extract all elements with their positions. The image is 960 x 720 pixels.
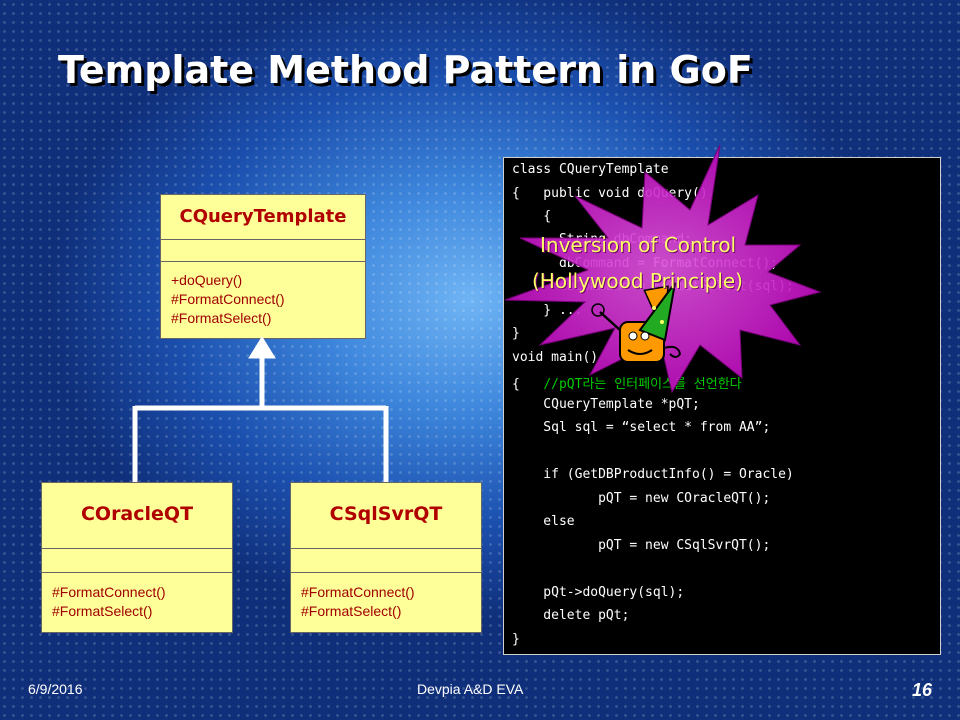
code-line: Sql sql = “select * from AA”;: [512, 420, 771, 435]
operation: #FormatSelect(): [52, 603, 153, 619]
code-line: pQT = new COracleQT();: [512, 491, 771, 506]
slide-title: Template Method Pattern in GoF: [58, 48, 753, 92]
uml-class-coracleqt: COracleQT #FormatConnect() #FormatSelect…: [41, 482, 233, 633]
code-line: void main(): [512, 350, 599, 365]
class-divider: [291, 572, 481, 573]
code-line: pQt->doQuery(sql);: [512, 585, 685, 600]
operation: #FormatSelect(): [301, 603, 402, 619]
operation: #FormatConnect(): [301, 584, 415, 600]
class-divider: [42, 572, 232, 573]
class-name: CSqlSvrQT: [329, 503, 443, 525]
callout-line-1: Inversion of Control: [540, 233, 737, 257]
operation-list: #FormatConnect() #FormatSelect(): [52, 583, 166, 621]
class-name: COracleQT: [80, 503, 194, 525]
code-line: pQT = new CSqlSvrQT();: [512, 538, 771, 553]
code-comment-line: { //pQT라는 인터페이스를 선언한다: [512, 377, 742, 392]
uml-class-cquerytemplate: CQueryTemplate +doQuery() #FormatConnect…: [160, 194, 366, 339]
class-divider: [291, 548, 481, 549]
code-line: class CQueryTemplate: [512, 162, 669, 177]
operation: +doQuery(): [171, 272, 243, 288]
class-divider: [161, 239, 365, 240]
uml-class-csqlsvrqt: CSqlSvrQT #FormatConnect() #FormatSelect…: [290, 482, 482, 633]
wizard-icon: [591, 282, 682, 373]
code-line: }: [512, 326, 520, 341]
code-line: CQueryTemplate *pQT;: [512, 397, 700, 412]
class-name: CQueryTemplate: [179, 206, 347, 227]
operation: #FormatConnect(): [52, 584, 166, 600]
footer-center: Devpia A&D EVA: [417, 681, 524, 697]
class-divider: [42, 548, 232, 549]
code-line: if (GetDBProductInfo() = Oracle): [512, 467, 794, 482]
operation: #FormatConnect(): [171, 291, 285, 307]
operation-list: +doQuery() #FormatConnect() #FormatSelec…: [171, 271, 285, 328]
code-line: {: [512, 209, 552, 224]
code-line: delete pQt;: [512, 608, 630, 623]
page-number: 16: [912, 680, 933, 700]
class-divider: [161, 261, 365, 262]
callout-line-2: (Hollywood Principle): [532, 269, 743, 293]
code-line: }: [512, 632, 520, 647]
code-comment: //pQT라는 인터페이스를 선언한다: [543, 377, 742, 392]
operation-list: #FormatConnect() #FormatSelect(): [301, 583, 415, 621]
operation: #FormatSelect(): [171, 310, 272, 326]
footer-date: 6/9/2016: [28, 681, 83, 697]
code-line: else: [512, 514, 575, 529]
